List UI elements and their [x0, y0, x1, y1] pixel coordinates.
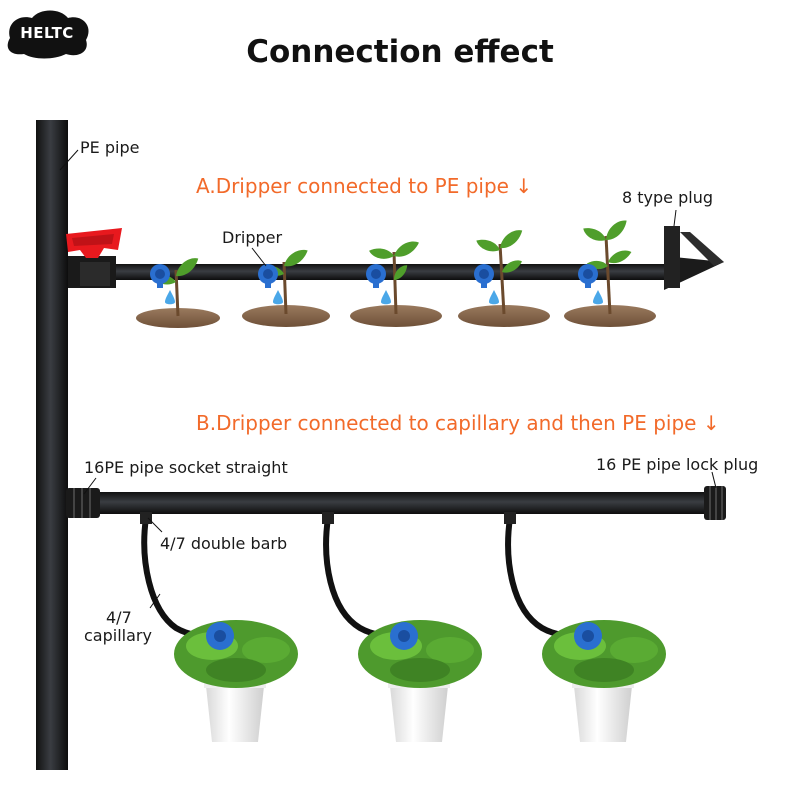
leader-capillary [149, 593, 161, 609]
potted-plant-3 [542, 620, 666, 742]
lock-plug [704, 486, 726, 520]
heading-section-a: A.Dripper connected to PE pipe ↓ [196, 174, 533, 198]
pipe-b [96, 492, 708, 514]
potted-plant-1 [174, 620, 298, 742]
page-title: Connection effect [246, 34, 554, 70]
label-pe-pipe: PE pipe [80, 138, 140, 157]
plant-a1 [136, 254, 220, 328]
eight-type-plug [664, 226, 724, 290]
leader-lock-plug [711, 471, 717, 489]
label-socket-straight: 16PE pipe socket straight [84, 458, 288, 477]
leader-socket [83, 477, 97, 495]
plant-a3 [350, 238, 442, 327]
logo-text: HELTC [20, 24, 74, 42]
leader-pe-pipe [59, 149, 79, 171]
label-capillary: capillary [84, 626, 152, 645]
plant-a2 [242, 246, 330, 327]
heading-section-b: B.Dripper connected to capillary and the… [196, 411, 720, 435]
label-capillary-size: 4/7 [106, 608, 132, 627]
label-double-barb: 4/7 double barb [160, 534, 288, 553]
potted-plant-2 [358, 620, 482, 742]
pipe-a [112, 264, 672, 280]
main-pe-pipe [36, 120, 68, 770]
capillary-3 [505, 517, 581, 639]
label-eight-type-plug: 8 type plug [622, 188, 713, 207]
plant-a5 [564, 217, 656, 327]
capillary-2 [323, 517, 397, 639]
label-lock-plug: 16 PE pipe lock plug [596, 455, 759, 474]
socket-straight [66, 488, 100, 518]
red-valve [66, 228, 122, 288]
leader-dripper [251, 247, 267, 267]
plant-a4 [458, 226, 550, 327]
leader-barb [147, 517, 163, 533]
leader-plug [673, 209, 677, 227]
label-dripper: Dripper [222, 228, 283, 247]
